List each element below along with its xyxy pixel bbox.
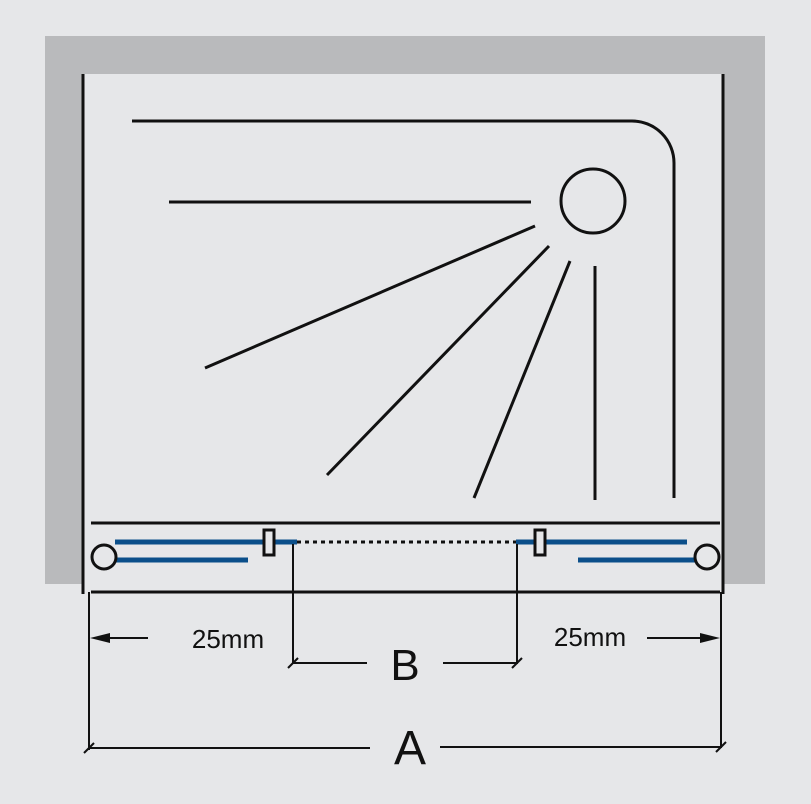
left-gap-label: 25mm bbox=[192, 624, 264, 654]
left-hinge-icon bbox=[90, 543, 118, 571]
dimension-b-label: B bbox=[390, 641, 419, 690]
right-gap-label: 25mm bbox=[554, 622, 626, 652]
left-handle-icon bbox=[262, 528, 276, 557]
wall bbox=[45, 36, 765, 592]
drain-icon bbox=[559, 167, 627, 235]
right-hinge-icon bbox=[693, 543, 721, 571]
dimension-a-label: A bbox=[394, 722, 426, 775]
left-arrow-icon bbox=[90, 633, 110, 643]
right-handle-icon bbox=[533, 528, 547, 557]
dimension-lines bbox=[83, 544, 727, 754]
right-arrow-icon bbox=[700, 633, 720, 643]
shower-tray bbox=[81, 74, 725, 594]
tray-edge bbox=[132, 119, 676, 498]
